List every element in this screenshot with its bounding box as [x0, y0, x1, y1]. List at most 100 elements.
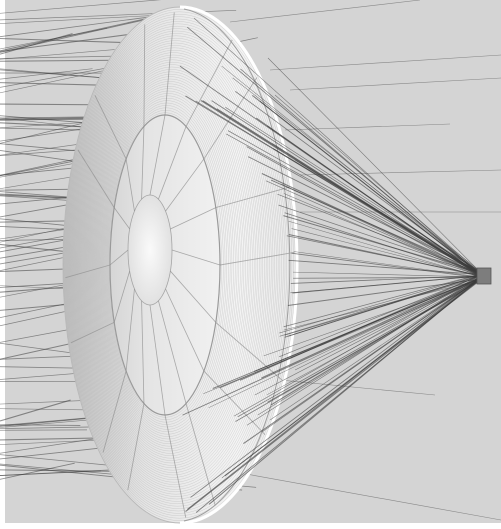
dish-ring-line	[97, 86, 241, 444]
dish-rib	[171, 249, 221, 266]
dish-ring-line	[72, 28, 282, 502]
incoming-ray	[0, 33, 73, 55]
dish-rib	[65, 264, 111, 279]
dish-ring-line	[84, 57, 262, 473]
dish-rib	[165, 288, 205, 372]
reflected-ray	[254, 275, 485, 396]
dish-ring-line	[83, 54, 263, 476]
dish-rib	[149, 114, 166, 196]
incoming-ray	[0, 301, 74, 318]
dish-rib	[164, 414, 187, 518]
incoming-ray	[0, 156, 87, 176]
reflected-ray	[272, 143, 485, 278]
stray-ray	[234, 471, 501, 521]
dish-ring-line	[89, 69, 253, 461]
reflected-ray	[269, 275, 485, 421]
dish-ring-line	[79, 45, 270, 485]
dish-ring-line	[101, 95, 234, 435]
dish-rib	[109, 249, 129, 266]
incoming-ray	[0, 68, 93, 80]
dish-rib	[94, 95, 127, 160]
stray-ray	[229, 0, 421, 23]
reflected-ray	[240, 68, 485, 280]
dish-rib	[141, 300, 145, 404]
center-hub	[127, 194, 173, 306]
reflected-ray	[261, 275, 485, 433]
dish-ring-line	[81, 50, 267, 480]
reflected-ray	[235, 277, 485, 422]
dish-rib	[219, 251, 295, 266]
reflected-ray	[237, 277, 485, 418]
reflected-ray	[291, 228, 485, 278]
dish-rib	[158, 300, 187, 404]
reflected-ray	[227, 130, 485, 275]
dish-ring-line	[98, 88, 239, 442]
dish-rib	[170, 270, 217, 323]
reflected-ray	[284, 212, 485, 278]
reflected-ray	[283, 215, 485, 275]
dish-rib	[125, 158, 135, 212]
incoming-ray	[0, 0, 162, 14]
reflected-ray	[274, 94, 485, 277]
frame-left-edge	[0, 0, 5, 529]
reflected-ray	[288, 259, 485, 276]
reflected-ray	[279, 272, 485, 334]
dish-ring-line	[70, 23, 286, 507]
dish-ring-line	[103, 100, 231, 430]
reflected-ray	[291, 252, 485, 279]
reflected-ray	[288, 233, 485, 278]
dish-ring-line	[64, 11, 294, 519]
reflected-ray	[294, 159, 485, 277]
stray-ray	[279, 379, 436, 396]
dish-ring-line	[74, 33, 279, 497]
reflected-ray	[293, 276, 485, 279]
dish-rib	[125, 288, 135, 372]
reflected-ray	[212, 276, 485, 389]
dish-rib	[185, 39, 233, 127]
dish-ring-line	[80, 47, 269, 483]
incoming-ray	[0, 13, 170, 38]
dish-rib	[127, 403, 145, 491]
dish-ring-line	[76, 38, 275, 492]
dish-ribs	[65, 12, 295, 518]
incoming-ray	[0, 424, 81, 426]
dish-rib	[77, 149, 115, 208]
reflected-rays	[179, 17, 485, 513]
incoming-ray	[0, 469, 120, 472]
dish-rim	[179, 5, 299, 525]
dish-rib	[164, 12, 175, 116]
reflected-ray	[246, 273, 485, 426]
dish-rib	[158, 126, 187, 200]
dish-rib	[215, 186, 290, 209]
dish-ring-line	[69, 21, 287, 509]
reflected-ray	[293, 251, 485, 278]
feed-horn-icon	[476, 267, 492, 285]
dish-rib	[170, 207, 216, 230]
reflected-ray	[232, 77, 485, 275]
stray-ray	[299, 169, 501, 176]
dish-rim-shadow	[183, 8, 291, 522]
dish-rib	[141, 126, 145, 200]
dish-surface	[62, 6, 298, 524]
incoming-ray	[0, 228, 71, 240]
incoming-ray	[0, 399, 71, 422]
dish-ring-line	[73, 30, 281, 500]
dish-ring-line	[99, 90, 238, 440]
incoming-ray	[0, 49, 115, 60]
dish-ring-line	[88, 66, 255, 464]
dish-ring-line	[91, 71, 251, 459]
dish-ring-line	[82, 52, 265, 478]
dish-ring-line	[77, 40, 274, 490]
reflected-ray	[288, 220, 485, 279]
incoming-ray	[0, 18, 146, 52]
reflected-ray	[193, 17, 485, 279]
dish-ring-line	[93, 76, 248, 454]
dish-rib	[203, 370, 266, 435]
incoming-ray	[0, 462, 75, 480]
incoming-ray	[0, 149, 83, 156]
stray-ray	[289, 77, 501, 91]
reflected-ray	[187, 274, 485, 510]
reflected-ray	[281, 183, 485, 278]
dish-ring-line	[94, 78, 246, 452]
reflected-ray	[292, 271, 485, 278]
